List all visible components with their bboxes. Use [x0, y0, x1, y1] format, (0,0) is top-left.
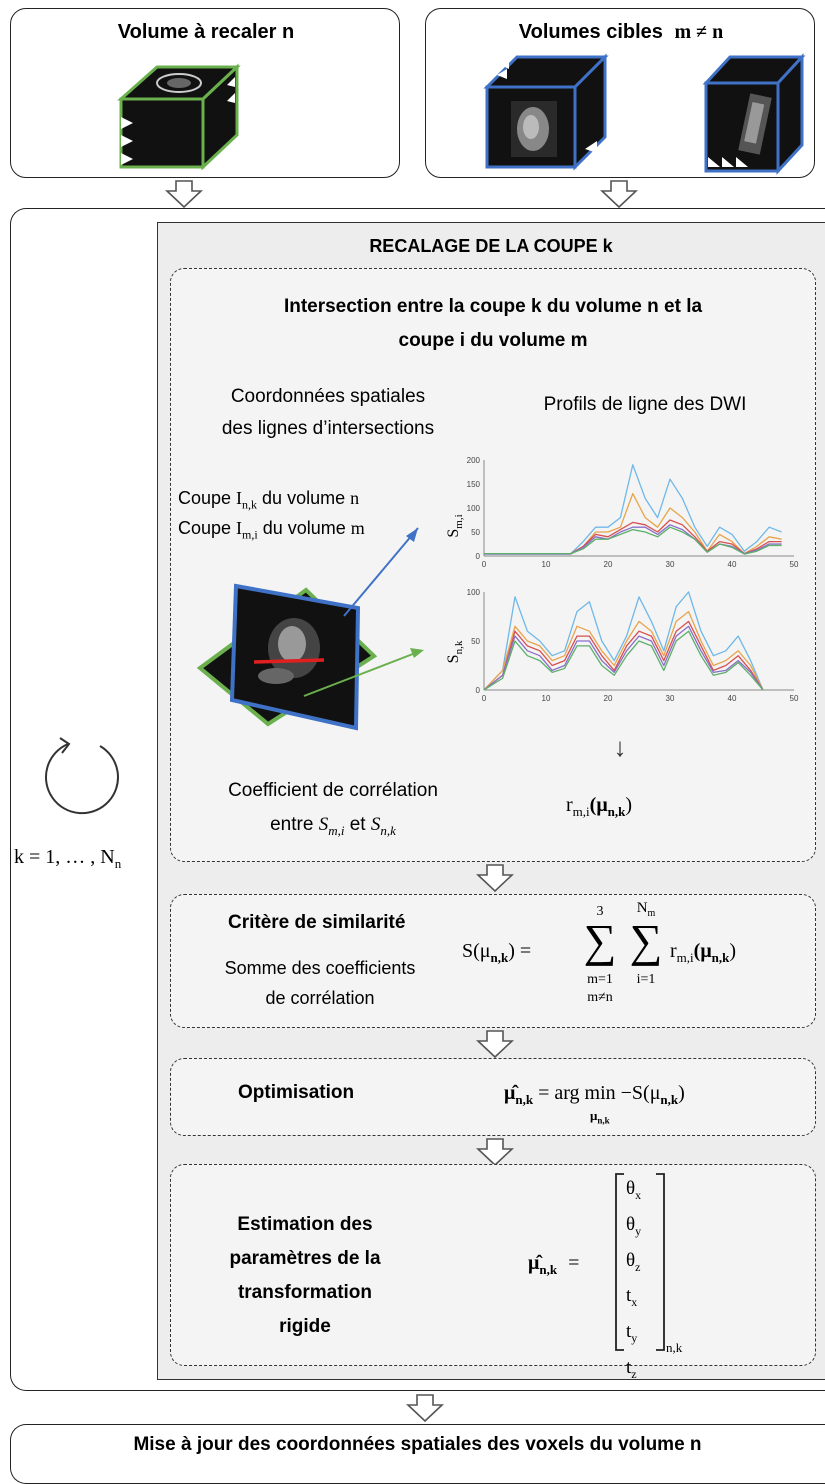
- profile-series-line: [483, 625, 764, 691]
- parameter-vector: θx θy θz tx ty tz: [626, 1174, 641, 1389]
- intersection-section: [170, 268, 816, 862]
- down-arrow-icon: ↓: [613, 732, 627, 762]
- y-tick-label: 50: [471, 637, 480, 646]
- profile-series-line: [483, 610, 764, 691]
- similarity-term: rm,i(μn,k): [670, 940, 737, 965]
- source-volume-box: Volume à recaler n: [10, 8, 400, 178]
- y-tick-label: 0: [476, 686, 481, 695]
- y-tick-label: 150: [467, 480, 481, 489]
- estimation-line2: paramètres de la: [229, 1248, 381, 1269]
- y-tick-label: 0: [476, 552, 481, 561]
- profile-chart-smi: Sm,i 200 150 100 50 0 0 10 20 30 40 50: [445, 456, 799, 569]
- arrow-down-icon: [475, 864, 515, 893]
- y-tick-label: 100: [467, 588, 481, 597]
- target-volume-1-cube-icon: [483, 53, 609, 171]
- x-tick-label: 0: [482, 560, 487, 569]
- update-text: Mise à jour des coordonnées spatiales de…: [133, 1434, 702, 1455]
- x-tick-label: 40: [728, 560, 737, 569]
- param-theta-y: θy: [626, 1213, 642, 1238]
- correlation-label-line2: entre Sm,i et Sn,k: [270, 814, 396, 838]
- registration-title: RECALAGE DE LA COUPE k: [369, 236, 613, 256]
- source-volume-cube-icon: [117, 63, 241, 171]
- sum1-bottom-1: m=1: [587, 972, 613, 987]
- target-volumes-title: Volumes cibles m ≠ n: [518, 21, 724, 43]
- param-theta-x: θx: [626, 1178, 642, 1202]
- x-tick-label: 20: [604, 694, 613, 703]
- profiles-title: Profils de ligne des DWI: [543, 394, 747, 415]
- estimation-line1: Estimation des: [237, 1214, 373, 1235]
- profile-series-line: [483, 630, 764, 691]
- sum2-bottom: i=1: [636, 972, 656, 987]
- chart2-ylabel: Sn,k: [445, 640, 465, 663]
- x-tick-label: 20: [604, 560, 613, 569]
- x-tick-label: 40: [728, 694, 737, 703]
- target-volume-2-cube-icon: [702, 53, 806, 175]
- optimisation-under: μn,k: [590, 1108, 610, 1126]
- sum1-bottom-2: m≠n: [587, 990, 613, 1005]
- estimation-line3: transformation: [237, 1282, 373, 1303]
- coupe-m-label: Coupe Im,i du volume m: [178, 518, 365, 542]
- optimisation-section: [170, 1058, 816, 1136]
- intersecting-slices-illustration: [196, 527, 424, 731]
- coupe-n-label: Coupe In,k du volume n: [178, 488, 360, 512]
- similarity-title: Critère de similarité: [228, 912, 406, 933]
- similarity-section: [170, 894, 816, 1028]
- x-tick-label: 30: [666, 694, 675, 703]
- sum1-symbol: ∑: [583, 915, 617, 966]
- optimisation-title: Optimisation: [238, 1082, 355, 1103]
- coords-label-line2: des lignes d’intersections: [221, 418, 435, 439]
- param-t-x: tx: [626, 1285, 638, 1310]
- sum1-top: 3: [596, 904, 604, 919]
- parameter-vector-subscript: n,k: [666, 1340, 683, 1355]
- x-tick-label: 50: [790, 694, 799, 703]
- arrow-down-icon: [475, 1138, 515, 1167]
- loop-arrow-icon: [45, 737, 119, 815]
- x-tick-label: 0: [482, 694, 487, 703]
- arrow-down-icon: [405, 1394, 445, 1423]
- y-tick-label: 50: [471, 528, 480, 537]
- source-volume-title: Volume à recaler n: [117, 21, 295, 43]
- x-tick-label: 50: [790, 560, 799, 569]
- correlation-formula: rm,i(μn,k): [566, 794, 633, 819]
- param-t-z: tz: [626, 1356, 637, 1381]
- similarity-desc-line1: Somme des coefficients: [224, 958, 416, 978]
- target-volumes-box: Volumes cibles m ≠ n: [425, 8, 815, 178]
- profile-series-line: [484, 526, 782, 555]
- x-tick-label: 30: [666, 560, 675, 569]
- correlation-label-line1: Coefficient de corrélation: [228, 780, 438, 801]
- y-tick-label: 100: [467, 504, 481, 513]
- estimation-line4: rigide: [279, 1316, 331, 1337]
- parameter-vector-brackets: [615, 1173, 665, 1351]
- x-tick-label: 10: [542, 694, 551, 703]
- estimation-lhs: μ̂n,k =: [528, 1252, 580, 1277]
- intersection-title-line2: coupe i du volume m: [398, 330, 588, 351]
- profile-chart-snk: Sn,k 100 50 0 0 10 20 30 40 50: [445, 588, 799, 703]
- profile-series-line: [483, 591, 764, 691]
- profile-series-line: [483, 620, 764, 691]
- profile-series-line: [484, 464, 782, 555]
- estimation-section: [170, 1164, 816, 1366]
- coords-label-line1: Coordonnées spatiales: [230, 386, 426, 407]
- y-tick-label: 200: [467, 456, 481, 465]
- loop-range-label: k = 1, … , Nn: [14, 846, 122, 871]
- similarity-desc-line2: de corrélation: [265, 988, 375, 1008]
- x-tick-label: 10: [542, 560, 551, 569]
- intersection-title-line1: Intersection entre la coupe k du volume …: [283, 296, 703, 317]
- profile-series-line: [484, 492, 782, 555]
- arrow-down-icon: [599, 180, 639, 209]
- similarity-lhs: S(μn,k) =: [462, 940, 532, 965]
- optimisation-formula: μ̂n,k = arg min −S(μn,k): [504, 1082, 685, 1107]
- sum2-symbol: ∑: [629, 915, 663, 966]
- param-t-y: ty: [626, 1321, 638, 1345]
- param-theta-z: θz: [626, 1249, 641, 1274]
- sum2-top: Nm: [636, 900, 656, 919]
- arrow-down-icon: [475, 1030, 515, 1059]
- arrow-down-icon: [164, 180, 204, 209]
- chart1-ylabel: Sm,i: [445, 514, 465, 537]
